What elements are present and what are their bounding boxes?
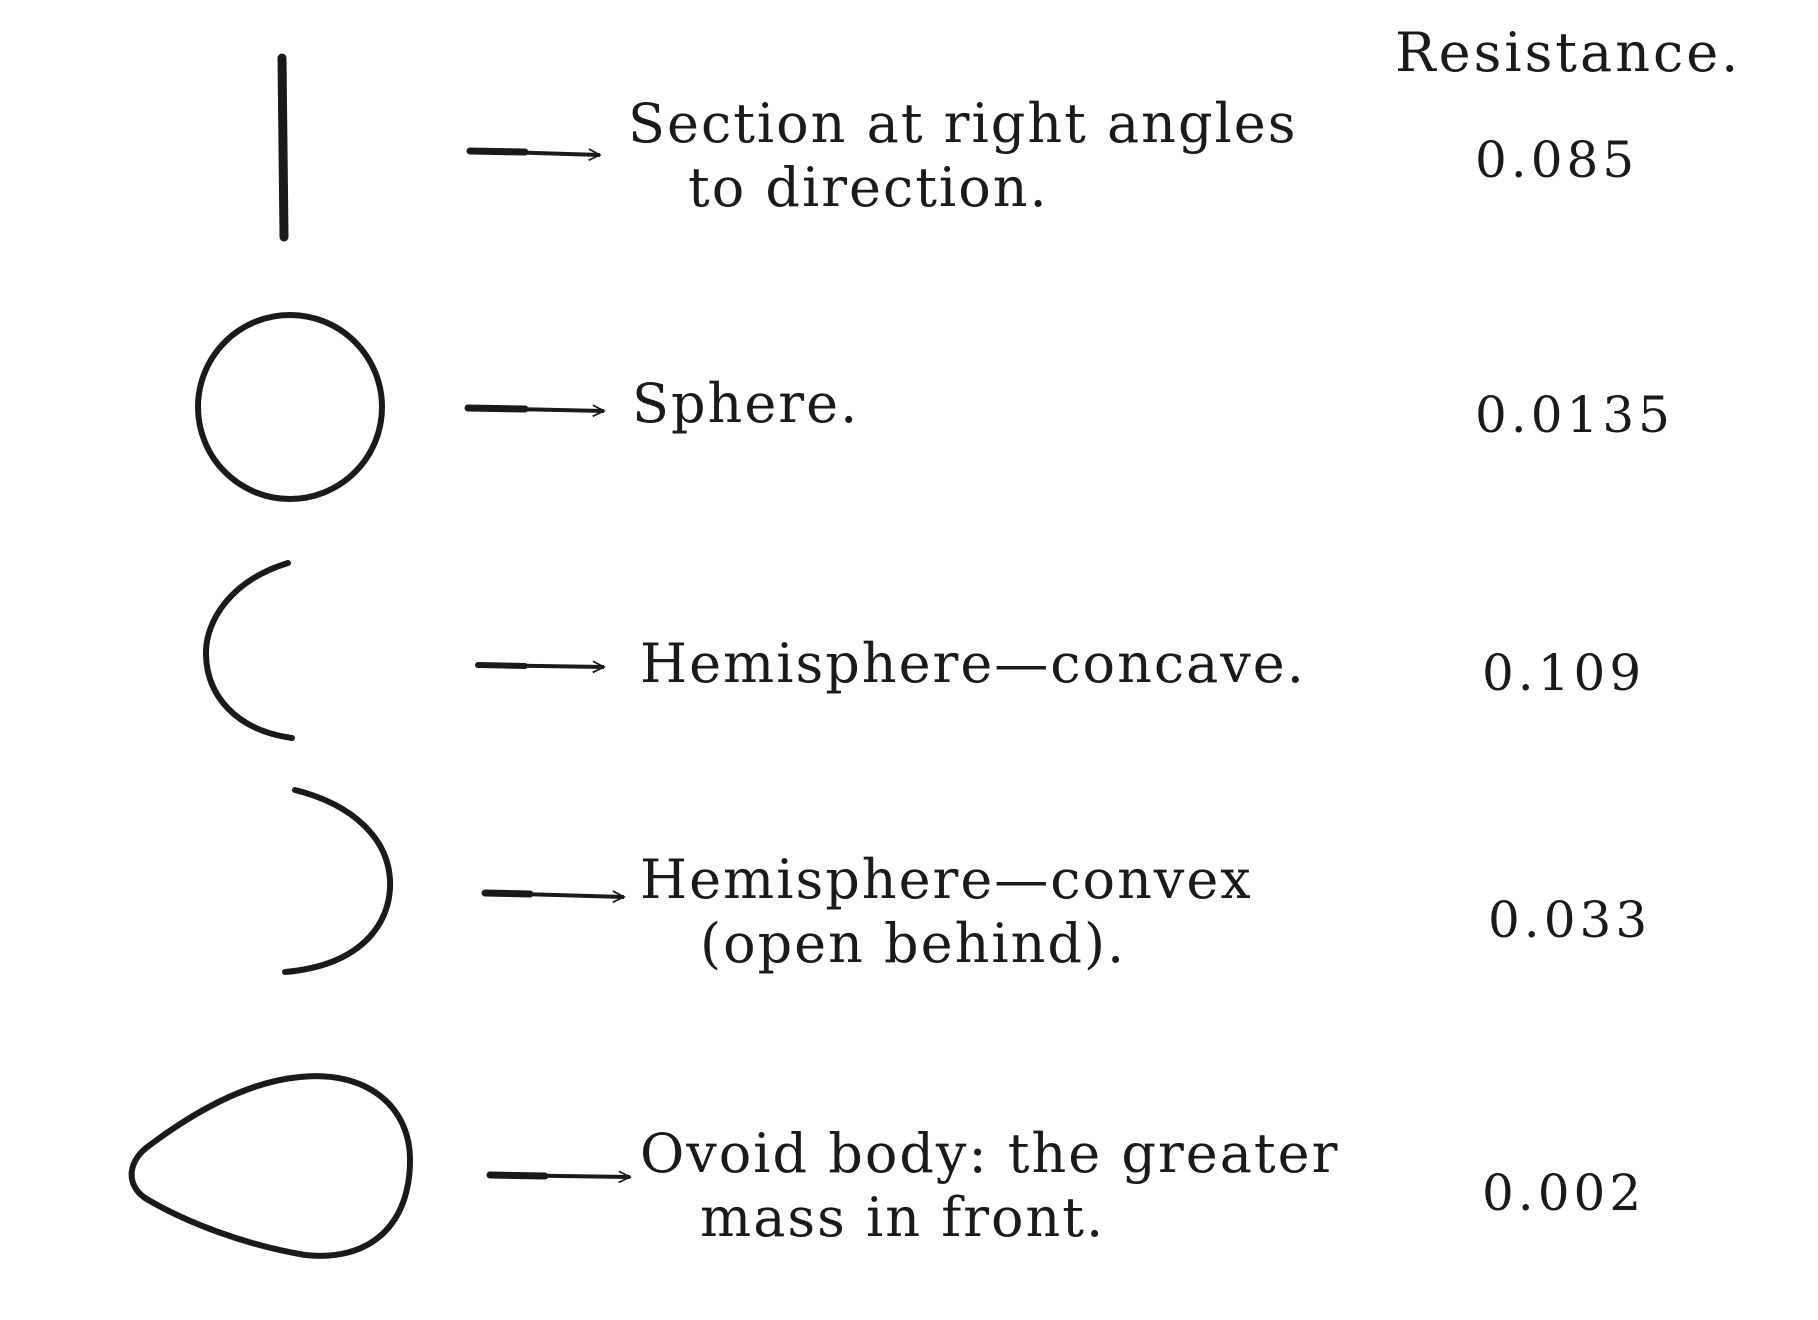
label-line: Section at right angles — [628, 92, 1298, 155]
hemisphere-convex-shape — [282, 787, 394, 975]
resistance-value-flat-plate: 0.085 — [1475, 131, 1639, 189]
flow-arrow-icon — [466, 147, 600, 155]
row-label-ovoid: Ovoid body: the greater mass in front. — [640, 1122, 1339, 1250]
resistance-value-ovoid: 0.002 — [1482, 1164, 1646, 1222]
row-label-hemisphere-concave: Hemisphere—concave. — [640, 632, 1306, 696]
flow-arrow-icon — [475, 665, 604, 667]
sphere-shape — [195, 312, 385, 502]
flow-arrow-icon — [481, 889, 624, 897]
label-line: Hemisphere—convex — [640, 848, 1253, 911]
resistance-column-header: Resistance. — [1395, 21, 1742, 84]
resistance-value-hemisphere-convex: 0.033 — [1488, 891, 1652, 949]
resistance-value-hemisphere-concave: 0.109 — [1482, 644, 1646, 702]
flow-arrow-icon — [486, 1175, 630, 1177]
ovoid-shape — [128, 1073, 414, 1259]
label-line: Hemisphere—concave. — [640, 632, 1306, 695]
hemisphere-concave-shape — [202, 560, 295, 741]
flat-plate-shape — [277, 53, 289, 242]
label-line: to direction. — [688, 156, 1049, 219]
label-line: (open behind). — [700, 912, 1127, 975]
row-label-flat-plate: Section at right angles to direction. — [628, 92, 1297, 220]
resistance-value-sphere: 0.0135 — [1475, 386, 1674, 444]
flow-arrow-icon — [464, 408, 604, 411]
label-line: mass in front. — [700, 1186, 1106, 1249]
label-line: Ovoid body: the greater — [640, 1122, 1340, 1185]
row-label-hemisphere-convex: Hemisphere—convex (open behind). — [640, 848, 1253, 976]
label-line: Sphere. — [632, 372, 860, 435]
row-label-sphere: Sphere. — [632, 372, 859, 436]
